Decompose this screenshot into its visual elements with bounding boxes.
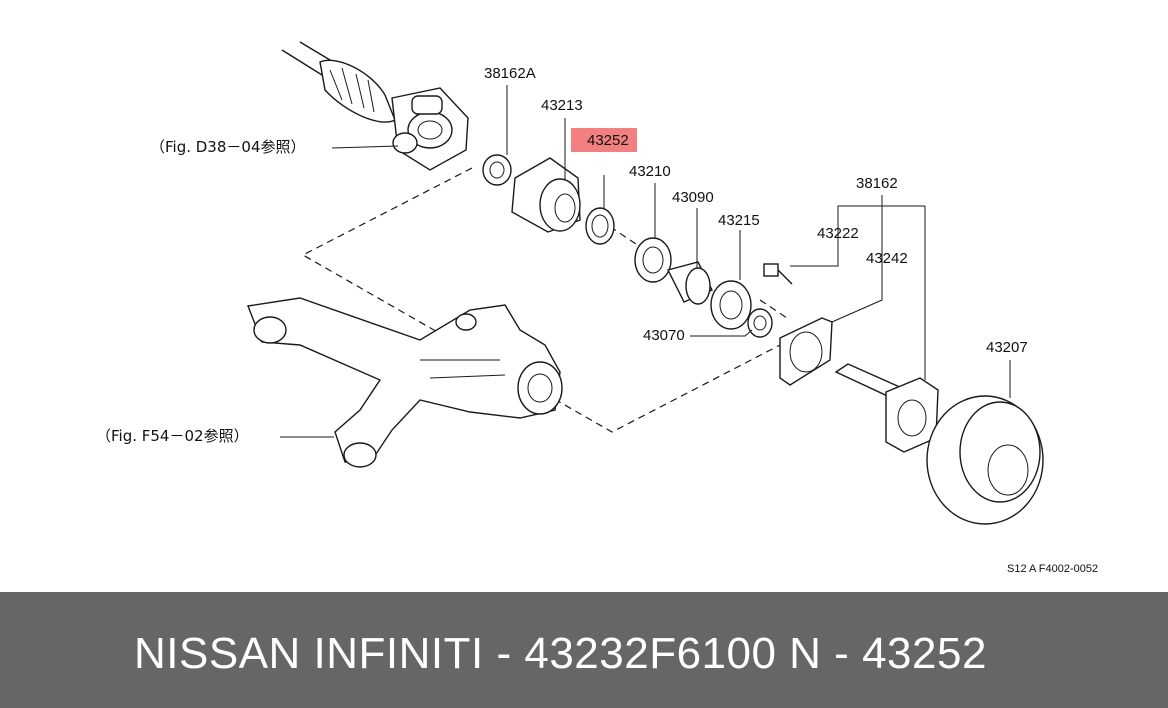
oil-seal-43252 — [585, 175, 615, 245]
part-label-38162A[interactable]: 38162A — [484, 65, 536, 82]
part-label-43070[interactable]: 43070 — [643, 327, 685, 344]
gasket-plate — [779, 206, 883, 386]
drive-shaft-drawing — [281, 41, 469, 171]
part-label-38162[interactable]: 38162 — [856, 175, 898, 192]
part-label-43215[interactable]: 43215 — [718, 212, 760, 229]
part-label-43252[interactable]: 43252 — [587, 132, 629, 149]
brake-disc-43207 — [926, 360, 1044, 525]
footer-title: NISSAN INFINITI - 43232F6100 N - 43252 — [134, 629, 987, 678]
companion-flange-43213 — [511, 118, 581, 233]
axle-shaft-43242 — [834, 206, 939, 453]
bearing-43215 — [710, 230, 752, 330]
part-label-43213[interactable]: 43213 — [541, 97, 583, 114]
reference-suspension-arm: （Fig. F54－02参照） — [96, 427, 249, 445]
footer-bar — [0, 592, 1168, 708]
highlight-43252 — [571, 128, 637, 152]
spacer-43090 — [666, 208, 713, 305]
nut-38162A — [482, 85, 512, 186]
ring-43070 — [690, 308, 773, 338]
leader-drive-shaft — [331, 145, 399, 149]
part-label-43090[interactable]: 43090 — [672, 189, 714, 206]
drawing-code: S12 A F4002-0052 — [1007, 563, 1099, 575]
diagram-drawing — [247, 41, 1044, 525]
reference-drive-shaft: （Fig. D38－04参照） — [150, 138, 306, 156]
part-label-43222[interactable]: 43222 — [817, 225, 859, 242]
part-label-43207[interactable]: 43207 — [986, 339, 1028, 356]
bearing-43210 — [634, 183, 672, 283]
parts-diagram: 38162A 43213 43252 43210 43090 43215 381… — [96, 41, 1099, 575]
part-label-43242[interactable]: 43242 — [866, 250, 908, 267]
part-label-43210[interactable]: 43210 — [629, 163, 671, 180]
suspension-arm-drawing — [247, 297, 563, 468]
